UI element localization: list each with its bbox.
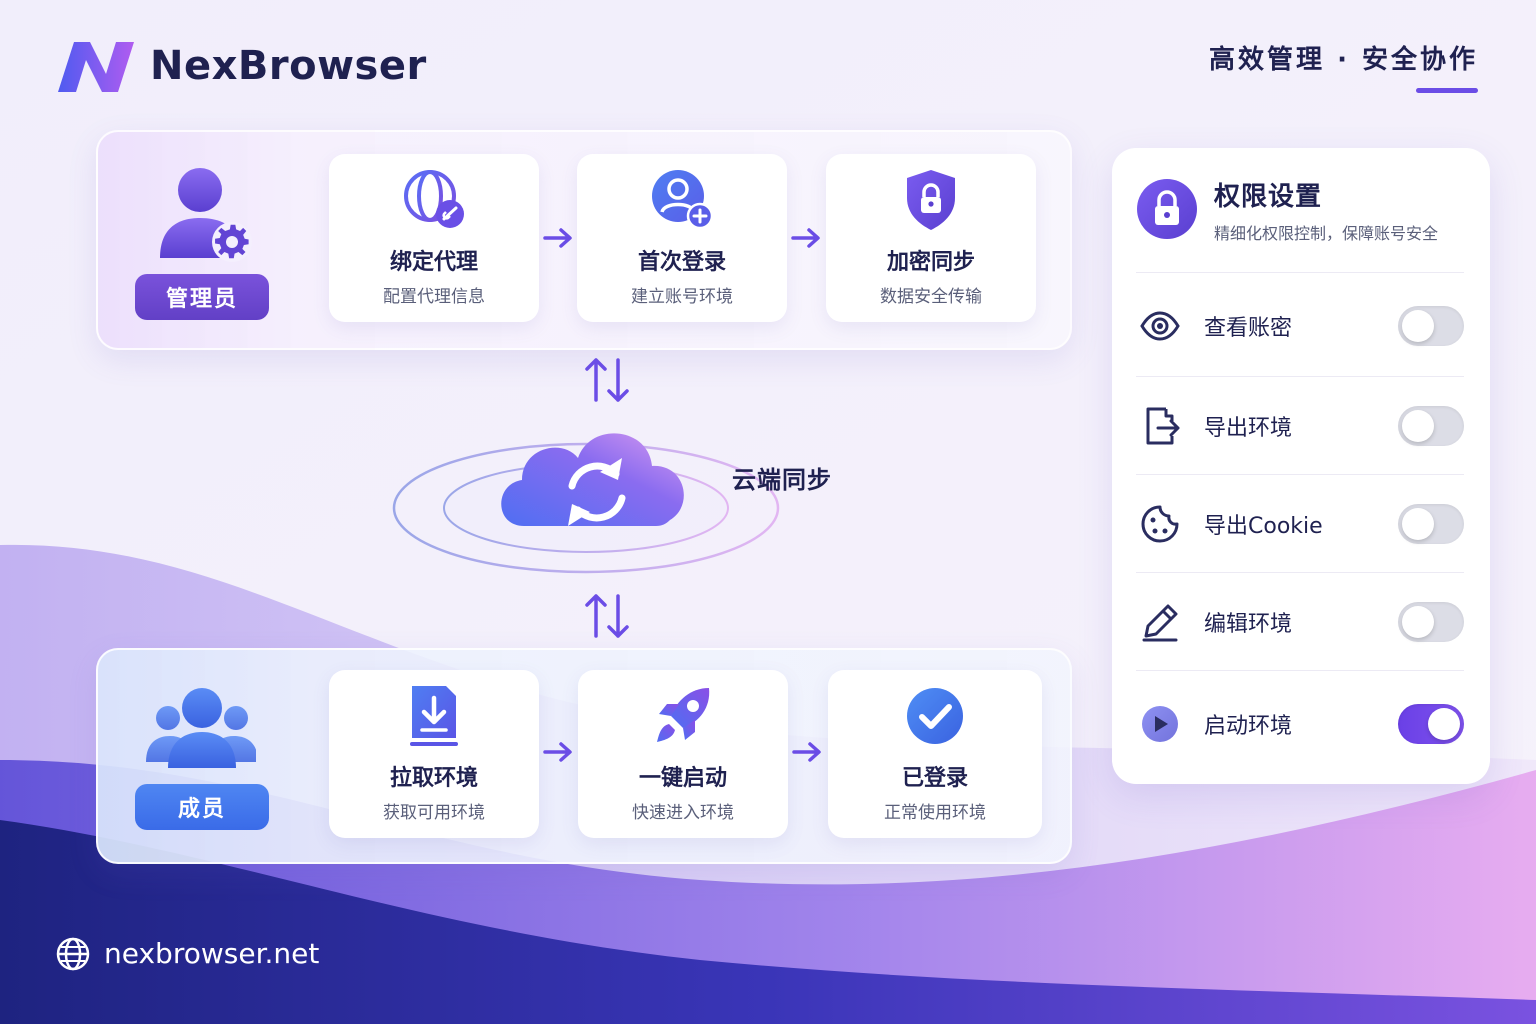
- divider: [1136, 474, 1464, 475]
- arrow-right-icon: [792, 742, 821, 762]
- step-title: 绑定代理: [389, 250, 478, 275]
- sync-updown-arrows-icon: [585, 358, 629, 402]
- permission-label: 导出环境: [1204, 416, 1293, 441]
- brand-name: NexBrowser: [150, 43, 427, 89]
- step-subtitle: 正常使用环境: [884, 803, 986, 823]
- sync-updown-arrows-icon: [585, 594, 629, 638]
- step-title: 加密同步: [886, 250, 975, 275]
- member-role-badge: 成员: [135, 784, 269, 830]
- toggle-launch-env[interactable]: [1398, 704, 1464, 744]
- permission-row-edit-env: 编辑环境: [1136, 586, 1466, 656]
- permission-row-view-credentials: 查看账密: [1136, 290, 1466, 360]
- toggle-edit-env[interactable]: [1398, 602, 1464, 642]
- permissions-subtitle: 精细化权限控制，保障账号安全: [1214, 224, 1439, 243]
- permission-label: 导出Cookie: [1204, 514, 1323, 539]
- permission-label: 编辑环境: [1204, 612, 1293, 637]
- tagline: 高效管理 · 安全协作: [1209, 45, 1478, 75]
- nexbrowser-logo-icon: [58, 42, 134, 92]
- step-subtitle: 建立账号环境: [631, 287, 733, 307]
- step-subtitle: 配置代理信息: [383, 287, 485, 307]
- step-subtitle: 数据安全传输: [880, 287, 982, 307]
- tagline-underline: [1416, 88, 1478, 93]
- step-card-encrypted-sync: 加密同步 数据安全传输: [826, 154, 1036, 322]
- check-circle-icon: [907, 688, 963, 744]
- step-title: 已登录: [901, 766, 968, 791]
- step-subtitle: 快速进入环境: [632, 803, 734, 823]
- toggle-view-credentials[interactable]: [1398, 306, 1464, 346]
- globe-icon: [56, 937, 90, 971]
- play-icon: [1142, 706, 1178, 742]
- globe-link-icon: [404, 170, 464, 228]
- lock-icon: [1137, 179, 1197, 239]
- step-card-one-click-launch: 一键启动 快速进入环境: [578, 670, 788, 838]
- step-title: 首次登录: [637, 250, 726, 275]
- cloud-sync-icon: [392, 433, 780, 574]
- step-card-logged-in: 已登录 正常使用环境: [828, 670, 1042, 838]
- user-add-icon: [652, 170, 714, 230]
- admin-user-gear-icon: [160, 168, 252, 262]
- rocket-icon: [657, 688, 710, 742]
- pencil-icon: [1142, 604, 1178, 642]
- arrow-right-icon: [543, 228, 572, 248]
- permission-row-export-cookie: 导出Cookie: [1136, 488, 1466, 558]
- admin-role-badge: 管理员: [135, 274, 269, 320]
- divider: [1136, 572, 1464, 573]
- file-export-icon: [1146, 407, 1180, 445]
- eye-icon: [1140, 311, 1180, 341]
- divider: [1136, 670, 1464, 671]
- download-icon: [410, 686, 458, 746]
- permission-row-export-env: 导出环境: [1136, 390, 1466, 460]
- permission-label: 查看账密: [1204, 316, 1293, 341]
- step-card-first-login: 首次登录 建立账号环境: [577, 154, 787, 322]
- toggle-export-cookie[interactable]: [1398, 504, 1464, 544]
- permissions-panel: 权限设置 精细化权限控制，保障账号安全 查看账密 导出环境 导出Cookie: [1112, 148, 1490, 784]
- step-subtitle: 获取可用环境: [383, 803, 485, 823]
- cookie-icon: [1141, 505, 1179, 543]
- permissions-title: 权限设置: [1214, 182, 1323, 212]
- step-card-bind-proxy: 绑定代理 配置代理信息: [329, 154, 539, 322]
- arrow-right-icon: [791, 228, 820, 248]
- footer-website-link[interactable]: nexbrowser.net: [104, 937, 320, 970]
- step-card-pull-env: 拉取环境 获取可用环境: [329, 670, 539, 838]
- divider: [1136, 272, 1464, 273]
- shield-lock-icon: [907, 170, 955, 230]
- cloud-sync-label: 云端同步: [732, 466, 832, 494]
- toggle-export-env[interactable]: [1398, 406, 1464, 446]
- step-title: 一键启动: [638, 766, 727, 791]
- arrow-right-icon: [543, 742, 572, 762]
- member-group-icon: [146, 688, 256, 768]
- permission-row-launch-env: 启动环境: [1136, 688, 1466, 758]
- step-title: 拉取环境: [389, 766, 478, 791]
- permission-label: 启动环境: [1204, 714, 1293, 739]
- divider: [1136, 376, 1464, 377]
